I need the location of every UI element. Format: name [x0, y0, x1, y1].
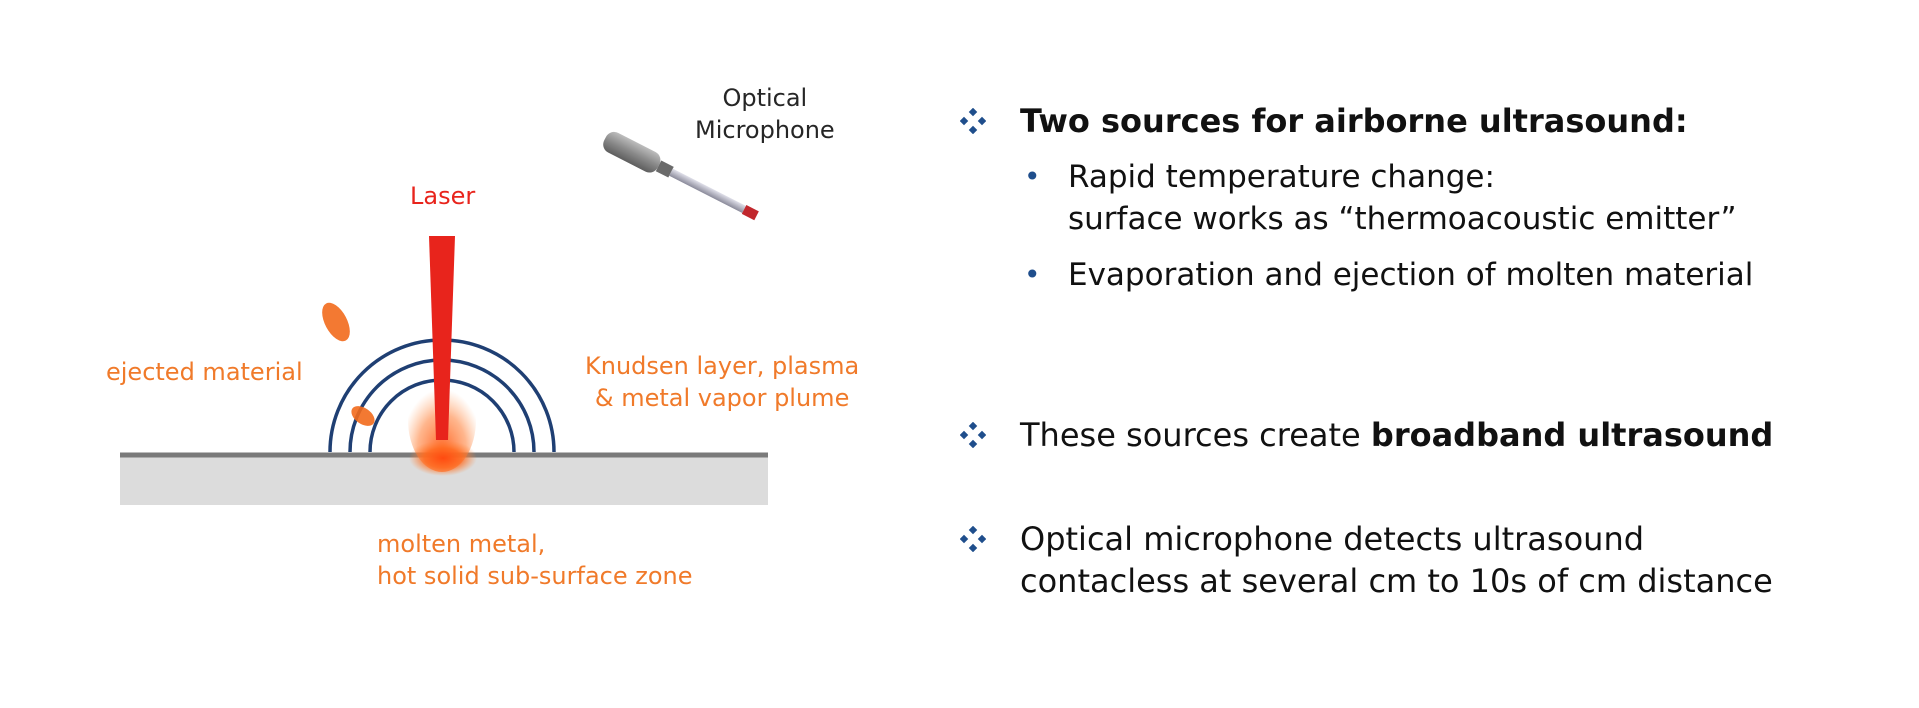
bullet-broadband-bold: broadband ultrasound — [1370, 416, 1774, 454]
knudsen-label-line1: Knudsen layer, plasma — [585, 352, 860, 380]
sub-bullet-temperature-line1: Rapid temperature change: — [1068, 159, 1495, 195]
bullet-two-sources-text: Two sources for airborne ultrasound: — [1020, 100, 1688, 142]
diagram-graphic — [120, 131, 768, 505]
microphone-label-line1: Optical — [722, 84, 808, 112]
bullet-optical-microphone-line2: contacless at several cm to 10s of cm di… — [1020, 562, 1773, 600]
bullet-optical-microphone-line1: Optical microphone detects ultrasound — [1020, 520, 1645, 558]
sub-bullet-temperature-line2: surface works as “thermoacoustic emitter… — [1068, 201, 1737, 237]
ejected-material-label: ejected material — [106, 358, 303, 386]
molten-label-line1: molten metal, — [377, 530, 546, 558]
bullet-list: Two sources for airborne ultrasound: • R… — [960, 0, 1900, 708]
bullet-broadband-text: These sources create broadband ultrasoun… — [1020, 414, 1773, 456]
ejected-droplet-small — [351, 406, 375, 426]
sub-bullet-temperature-text: Rapid temperature change: surface works … — [1068, 156, 1737, 240]
bullet-optical-microphone-text: Optical microphone detects ultrasound co… — [1020, 518, 1773, 602]
diamond-bullet-icon — [960, 526, 986, 552]
sub-bullet-evaporation-text: Evaporation and ejection of molten mater… — [1068, 257, 1754, 293]
microphone-rod — [669, 168, 746, 214]
laser-beam — [429, 236, 455, 440]
microphone-label: Optical Microphone — [695, 82, 835, 146]
diamond-bullet-icon — [960, 108, 986, 134]
knudsen-label-line2: & metal vapor plume — [594, 384, 850, 412]
molten-metal-label: molten metal, hot solid sub-surface zone — [377, 528, 693, 592]
melt-pool — [409, 440, 477, 476]
bullet-two-sources-title: Two sources for airborne ultrasound: — [1020, 102, 1688, 140]
microphone-collar — [655, 160, 674, 178]
diamond-bullet-icon — [960, 422, 986, 448]
optical-microphone — [603, 131, 759, 221]
laser-process-diagram: Optical Microphone Laser ejected materia… — [0, 0, 940, 708]
dot-bullet-icon: • — [1024, 160, 1041, 193]
microphone-label-line2: Microphone — [695, 116, 835, 144]
dot-bullet-icon: • — [1024, 258, 1041, 291]
ejected-droplet-large — [322, 302, 350, 342]
bullet-broadband-prefix: These sources create — [1020, 416, 1371, 454]
molten-label-line2: hot solid sub-surface zone — [377, 562, 693, 590]
laser-label: Laser — [410, 182, 476, 210]
microphone-tip — [741, 204, 759, 221]
knudsen-layer-label: Knudsen layer, plasma & metal vapor plum… — [585, 350, 859, 414]
microphone-housing — [603, 131, 661, 173]
